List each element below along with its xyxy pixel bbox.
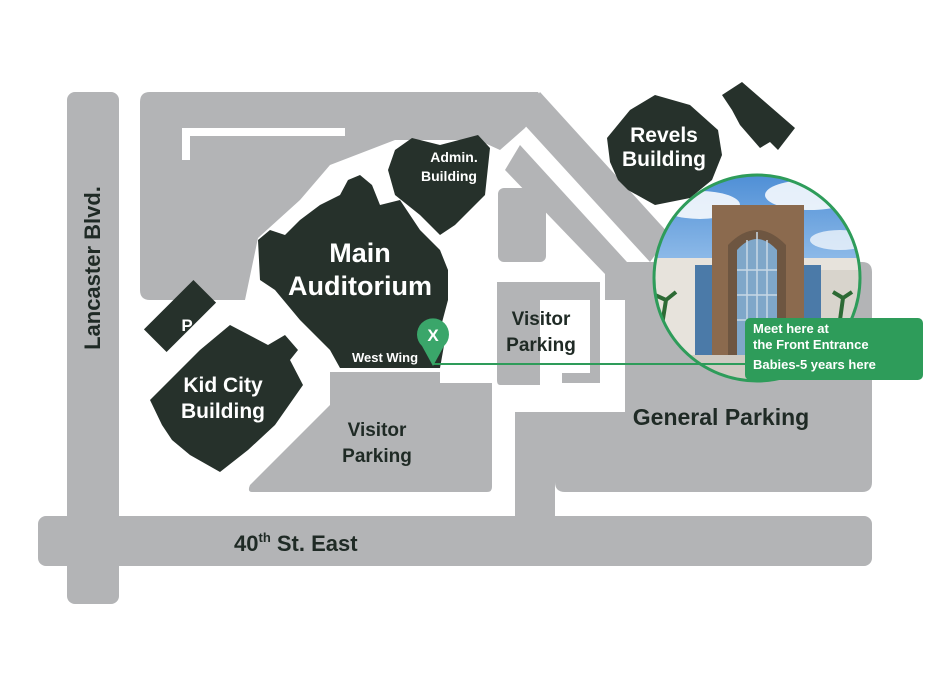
lot-markings: [182, 128, 345, 160]
map-pin-icon[interactable]: X: [417, 318, 450, 366]
buildings: [143, 82, 795, 472]
lancaster-blvd-road: [67, 92, 119, 604]
parking-structure-shape: [143, 279, 217, 353]
parking-sign-label: P: [181, 316, 192, 335]
admin-building-shape: [388, 135, 490, 235]
north-campus-lot: [140, 92, 545, 300]
admin-building-label-2: Building: [421, 168, 477, 184]
kid-city-building-shape: [150, 325, 303, 472]
main-auditorium-label-2: Auditorium: [288, 271, 432, 301]
northeast-strip: [505, 145, 648, 300]
west-wing-label: West Wing: [352, 350, 418, 365]
center-island-lot: [498, 188, 546, 262]
revels-building-shape: [607, 95, 722, 205]
center-connector-road: [515, 412, 555, 516]
callout-line-2: the Front Entrance: [753, 337, 869, 352]
visitor-parking-upper-label-2: Parking: [506, 335, 576, 356]
visitor-parking-upper-lot: [497, 282, 600, 385]
revels-building-label-2: Building: [622, 148, 706, 171]
lancaster-blvd-label: Lancaster Blvd.: [80, 186, 105, 350]
visitor-parking-upper-label-1: Visitor: [512, 309, 571, 330]
visitor-parking-lower-lot: [248, 372, 492, 492]
map-labels: Lancaster Blvd. 40th St. East Main Audit…: [80, 124, 809, 556]
main-auditorium-shape: [258, 175, 448, 368]
road-network: [38, 92, 872, 604]
callout-line-3: Babies-5 years here: [753, 357, 876, 372]
callout-line-1: Meet here at: [753, 321, 829, 336]
fortieth-st-label: 40th St. East: [234, 530, 358, 556]
fortieth-st-road: [38, 516, 872, 566]
northeast-building-shape: [722, 82, 795, 150]
admin-building-label-1: Admin.: [430, 149, 477, 165]
map-pin-label: X: [427, 326, 439, 345]
kid-city-building-label-1: Kid City: [183, 374, 263, 397]
diagonal-access-road: [520, 92, 670, 262]
kid-city-building-label-2: Building: [181, 400, 265, 423]
visitor-parking-lower-label-1: Visitor: [348, 420, 407, 441]
general-parking-label: General Parking: [633, 404, 809, 430]
revels-building-label-1: Revels: [630, 124, 698, 147]
visitor-parking-lower-label-2: Parking: [342, 446, 412, 467]
meeting-point-callout: Meet here at the Front Entrance Babies-5…: [745, 318, 923, 380]
main-auditorium-label-1: Main: [329, 238, 391, 268]
